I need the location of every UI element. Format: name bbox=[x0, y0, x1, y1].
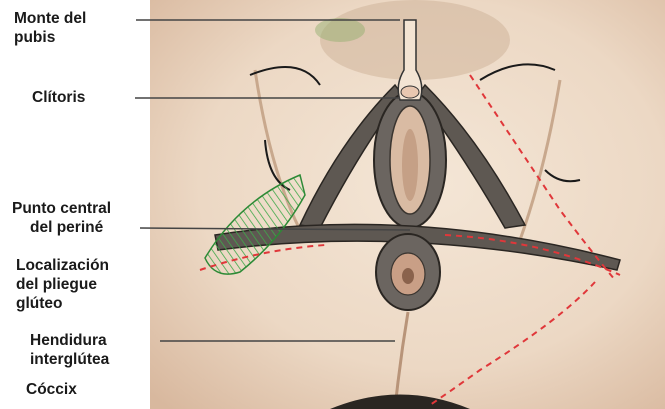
label-line: Punto central bbox=[12, 199, 111, 218]
label-hendidura: Hendidura interglútea bbox=[30, 331, 109, 369]
label-line: glúteo bbox=[16, 294, 109, 313]
label-line: del periné bbox=[12, 218, 111, 237]
label-monte-del-pubis: Monte del pubis bbox=[14, 9, 86, 47]
label-localizacion: Localización del pliegue glúteo bbox=[16, 256, 109, 313]
label-line: Monte del bbox=[14, 9, 86, 28]
label-line: Hendidura bbox=[30, 331, 109, 350]
label-clitoris: Clítoris bbox=[32, 88, 85, 107]
label-line: Localización bbox=[16, 256, 109, 275]
label-line: interglútea bbox=[30, 350, 109, 369]
label-line: Clítoris bbox=[32, 88, 85, 107]
label-line: del pliegue bbox=[16, 275, 109, 294]
label-line: pubis bbox=[14, 28, 86, 47]
label-line: Cóccix bbox=[26, 380, 77, 399]
label-punto-central: Punto central del periné bbox=[12, 199, 111, 237]
label-coccix: Cóccix bbox=[26, 380, 77, 399]
